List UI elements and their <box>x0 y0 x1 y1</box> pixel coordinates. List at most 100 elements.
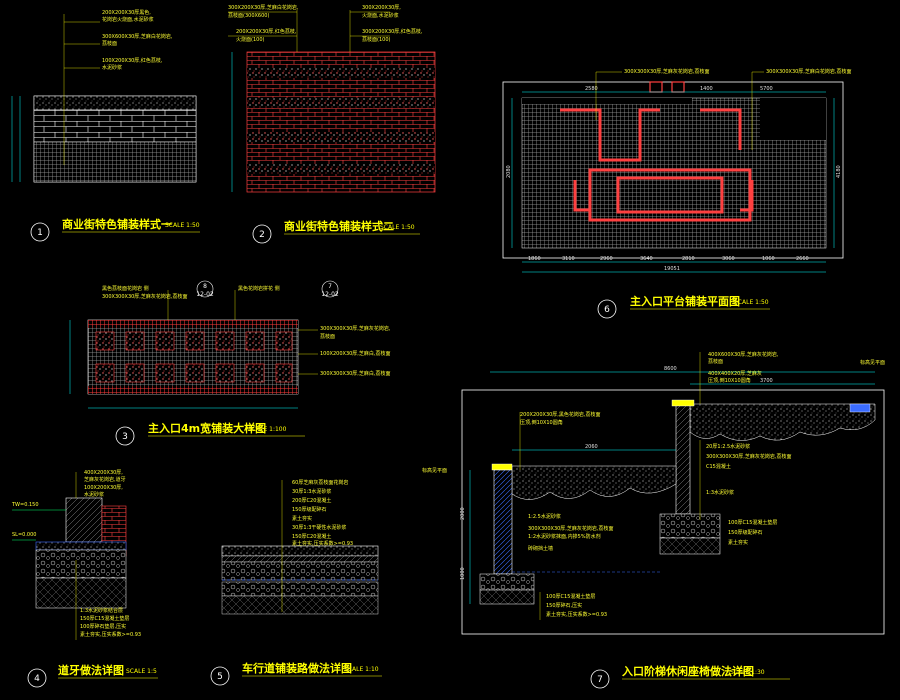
d7-bottom-note-2: 150厚碎石,压实 <box>546 602 582 609</box>
drawing-4-curb-detail: TW=0.150 SL=0.000 400X200X30厚, 芝麻灰花岗岩,道牙… <box>11 470 158 688</box>
d2-number: 2 <box>259 230 265 240</box>
d2-note-4: 火烧面(100) <box>236 36 264 43</box>
d1-scale: SCALE 1:50 <box>165 222 200 229</box>
d3-ref-1: 8 <box>203 283 207 290</box>
d1-note-1: 200X200X30厚黑色, <box>102 9 151 16</box>
d6-dim-top-1: 2580 <box>585 86 598 92</box>
d6-dim-top-2: 1400 <box>700 86 713 92</box>
d6-top-note-2: 300X300X30厚,芝麻白花岗岩,荔枝面 <box>766 68 851 75</box>
d1-note-2: 花岗岩火烧面,水泥砂浆 <box>102 16 154 23</box>
d2-note-2: 荔枝面(300X600) <box>228 12 269 19</box>
d7-mid-note-6: 1:2水泥砂浆抹面,内掺5%防水剂 <box>528 533 601 540</box>
d5-number-circle <box>210 666 230 686</box>
d3-number-circle <box>115 426 135 446</box>
d6-dim-bottom-2: 3110 <box>562 256 575 262</box>
d2-note-1: 300X200X30厚,芝麻白花岗岩, <box>228 4 299 11</box>
d5-note-3: 200厚C20混凝土 <box>292 497 331 504</box>
d4-number-circle <box>27 668 47 688</box>
drawing-7-entrance-steps-seat-detail: 8600 3700 2060 2000 1000 400X600X30厚,芝麻灰… <box>422 351 885 689</box>
d7-mid-note-1: 200X200X30厚,黑色花岗岩,荔枝面 <box>520 411 600 418</box>
d1-number: 1 <box>37 228 43 238</box>
d3-ref-2: 12-02 <box>196 291 214 298</box>
d6-dim-bottom-3: 2960 <box>600 256 613 262</box>
d7-left-note: 标高见平面 <box>422 467 447 474</box>
d3-ref-circle-2 <box>321 280 339 298</box>
d5-scale: SCALE 1:10 <box>344 666 379 673</box>
d1-note-3: 300X600X30厚,芝麻白花岗岩, <box>102 33 173 40</box>
d4-bottom-note-3: 100厚碎石垫层,压实 <box>80 623 126 630</box>
d3-right-note-4: 300X300X30厚,芝麻白,荔枝面 <box>320 370 390 377</box>
d2-number-circle <box>252 224 272 244</box>
d5-title: 车行道铺装路做法详图 <box>242 661 352 675</box>
d7-top-note-1: 400X600X30厚,芝麻灰花岗岩, <box>708 351 779 358</box>
d5-note-2: 30厚1:3水泥砂浆 <box>292 488 331 495</box>
d7-mid-note-2: 压顶,倒10X10圆角 <box>520 419 563 426</box>
d7-top-note-3: 400X400X20厚,芝麻灰 <box>708 370 762 377</box>
d5-note-7: 150厚C20混凝土 <box>292 533 331 540</box>
d2-scale: SCALE 1:50 <box>380 224 415 231</box>
d1-note-6: 水泥砂浆 <box>102 64 122 71</box>
d6-dim-side-2: 4180 <box>836 165 842 178</box>
d3-top-note-3: 黑色花岗岩拼花 侧 <box>238 285 280 292</box>
d1-note-4: 荔枝面 <box>102 40 117 47</box>
d7-number: 7 <box>597 675 603 685</box>
d4-bottom-note-2: 150厚C15混凝土垫层 <box>80 615 129 622</box>
d7-right-note-2: 20厚1:2.5水泥砂浆 <box>706 443 750 450</box>
d4-bottom-note-4: 素土夯实,压实系数>=0.93 <box>80 631 141 638</box>
d3-ref-circle-1 <box>196 280 214 298</box>
d6-dim-bottom-5: 2810 <box>682 256 695 262</box>
d7-bottom-note-3: 素土夯实,压实系数>=0.93 <box>546 611 607 618</box>
d6-dim-bottom-1: 1860 <box>528 256 541 262</box>
d6-dim-bottom-8: 2660 <box>796 256 809 262</box>
d6-top-note-1: 300X300X30厚,芝麻灰花岗岩,荔枝面 <box>624 68 709 75</box>
d7-right-note-3: 300X300X30厚,芝麻灰花岗岩,荔枝面 <box>706 453 791 460</box>
d3-right-note-2: 荔枝面 <box>320 333 335 340</box>
d5-note-8: 素土夯实,压实系数>=0.93 <box>292 540 353 547</box>
d5-note-1: 60厚芝麻灰荔枝面花岗岩 <box>292 479 348 486</box>
d7-dim-3: 2060 <box>585 444 598 450</box>
d2-note-3: 200X200X30厚,红色荔枝, <box>236 28 297 35</box>
d4-top-note-4: 水泥砂浆 <box>84 491 104 498</box>
d7-top-note-2: 荔枝面 <box>708 358 723 365</box>
d4-level-1: TW=0.150 <box>11 502 39 508</box>
d7-scale: SCALE 1:30 <box>730 669 765 676</box>
d5-note-6: 30厚1:3干硬性水泥砂浆 <box>292 524 346 531</box>
d7-number-circle <box>590 669 610 689</box>
d6-scale: SCALE 1:50 <box>734 299 769 306</box>
drawing-2-paving-style-two: 300X200X30厚,芝麻白花岗岩, 荔枝面(300X600) 200X200… <box>228 4 436 244</box>
d3-ref-4: 12-02 <box>321 291 339 298</box>
d2-note-7: 300X200X30厚,红色荔枝, <box>362 28 423 35</box>
drawing-1-paving-style-one: 200X200X30厚黑色, 花岗岩火烧面,水泥砂浆 300X600X30厚,芝… <box>11 9 200 242</box>
d5-note-4: 150厚级配碎石 <box>292 506 327 513</box>
d7-top-note-4: 压顶,倒10X10圆角 <box>708 377 751 384</box>
d2-title: 商业街特色铺装样式二 <box>284 219 394 233</box>
d3-scale: SCALE 1:100 <box>248 426 287 433</box>
d6-number-circle <box>597 299 617 319</box>
d4-number: 4 <box>34 674 40 684</box>
d4-top-note-2: 芝麻灰花岗岩,道牙 <box>84 476 126 483</box>
d4-title: 道牙做法详图 <box>58 663 124 677</box>
d7-right-note-6: 100厚C15混凝土垫层 <box>728 519 777 526</box>
d3-number: 3 <box>122 432 128 442</box>
d7-right-note-1: 标高见平面 <box>860 359 885 366</box>
d7-dim-4: 2000 <box>460 507 466 520</box>
d6-title: 主入口平台铺装平面图 <box>630 294 740 308</box>
d2-note-5: 300X200X30厚, <box>362 5 401 11</box>
d6-dim-side-1: 2080 <box>506 165 512 178</box>
d3-ref-3: 7 <box>328 283 332 290</box>
d6-number: 6 <box>604 305 610 315</box>
d7-right-note-8: 素土夯实 <box>728 539 748 546</box>
d7-title: 入口阶梯休闲座椅做法详图 <box>622 664 754 678</box>
d6-dim-total: 19051 <box>664 266 680 272</box>
d6-dim-bottom-4: 3640 <box>640 256 653 262</box>
d5-number: 5 <box>217 672 223 682</box>
d7-right-note-5: 1:3水泥砂浆 <box>706 489 734 496</box>
d2-note-6: 火烧面,水泥砂浆 <box>362 12 399 19</box>
d6-dim-bottom-6: 3060 <box>722 256 735 262</box>
d6-dim-top-3: 5700 <box>760 86 773 92</box>
d1-title: 商业街特色铺装样式一 <box>62 217 172 231</box>
d7-mid-note-3: 1:2.5水泥砂浆 <box>528 513 561 520</box>
d4-top-note-1: 400X200X30厚, <box>84 470 123 476</box>
d1-number-circle <box>30 222 50 242</box>
